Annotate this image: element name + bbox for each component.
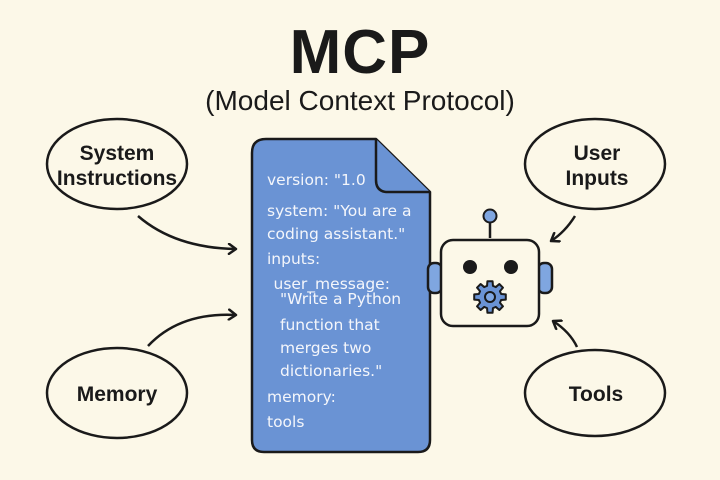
page-subtitle: (Model Context Protocol) [205, 85, 515, 116]
node-label: User [574, 142, 621, 165]
robot-eye-left [463, 260, 477, 274]
document-line: function that [280, 316, 380, 334]
robot-icon [426, 208, 554, 328]
node-label: Tools [569, 383, 623, 406]
node-tools: Tools [523, 348, 667, 438]
robot-eye-right [504, 260, 518, 274]
node-label: System [80, 142, 155, 165]
node-label: Instructions [57, 167, 177, 190]
document-shape [250, 137, 432, 454]
arrow-system-to-doc [137, 215, 236, 249]
document-line: "Write a Python [280, 290, 401, 308]
node-user-inputs: User Inputs [523, 117, 667, 211]
document-line: version: "1.0 [267, 171, 366, 189]
document-line: dictionaries." [280, 362, 382, 380]
document-fold [374, 139, 430, 194]
node-label: Inputs [566, 167, 629, 190]
document-line: merges two [280, 339, 371, 357]
gear-icon [473, 280, 507, 314]
document-line: coding assistant." [267, 225, 405, 243]
node-memory: Memory [45, 346, 189, 440]
document-line: inputs: [267, 250, 320, 268]
document-line: system: "You are a [267, 202, 411, 220]
node-system-instructions: System Instructions [45, 117, 189, 211]
page-title: MCP [289, 18, 431, 87]
node-label: Memory [77, 383, 158, 406]
document-line: memory: [267, 388, 336, 406]
config-document: version: "1.0 system: "You are a coding as… [250, 137, 432, 454]
document-line: tools [267, 413, 304, 431]
robot-antenna-tip [482, 208, 498, 224]
arrow-tools-to-robot [553, 321, 579, 348]
arrow-user-to-robot [551, 215, 577, 241]
document-line: user_message: [274, 275, 390, 294]
arrow-memory-to-doc [147, 315, 236, 347]
